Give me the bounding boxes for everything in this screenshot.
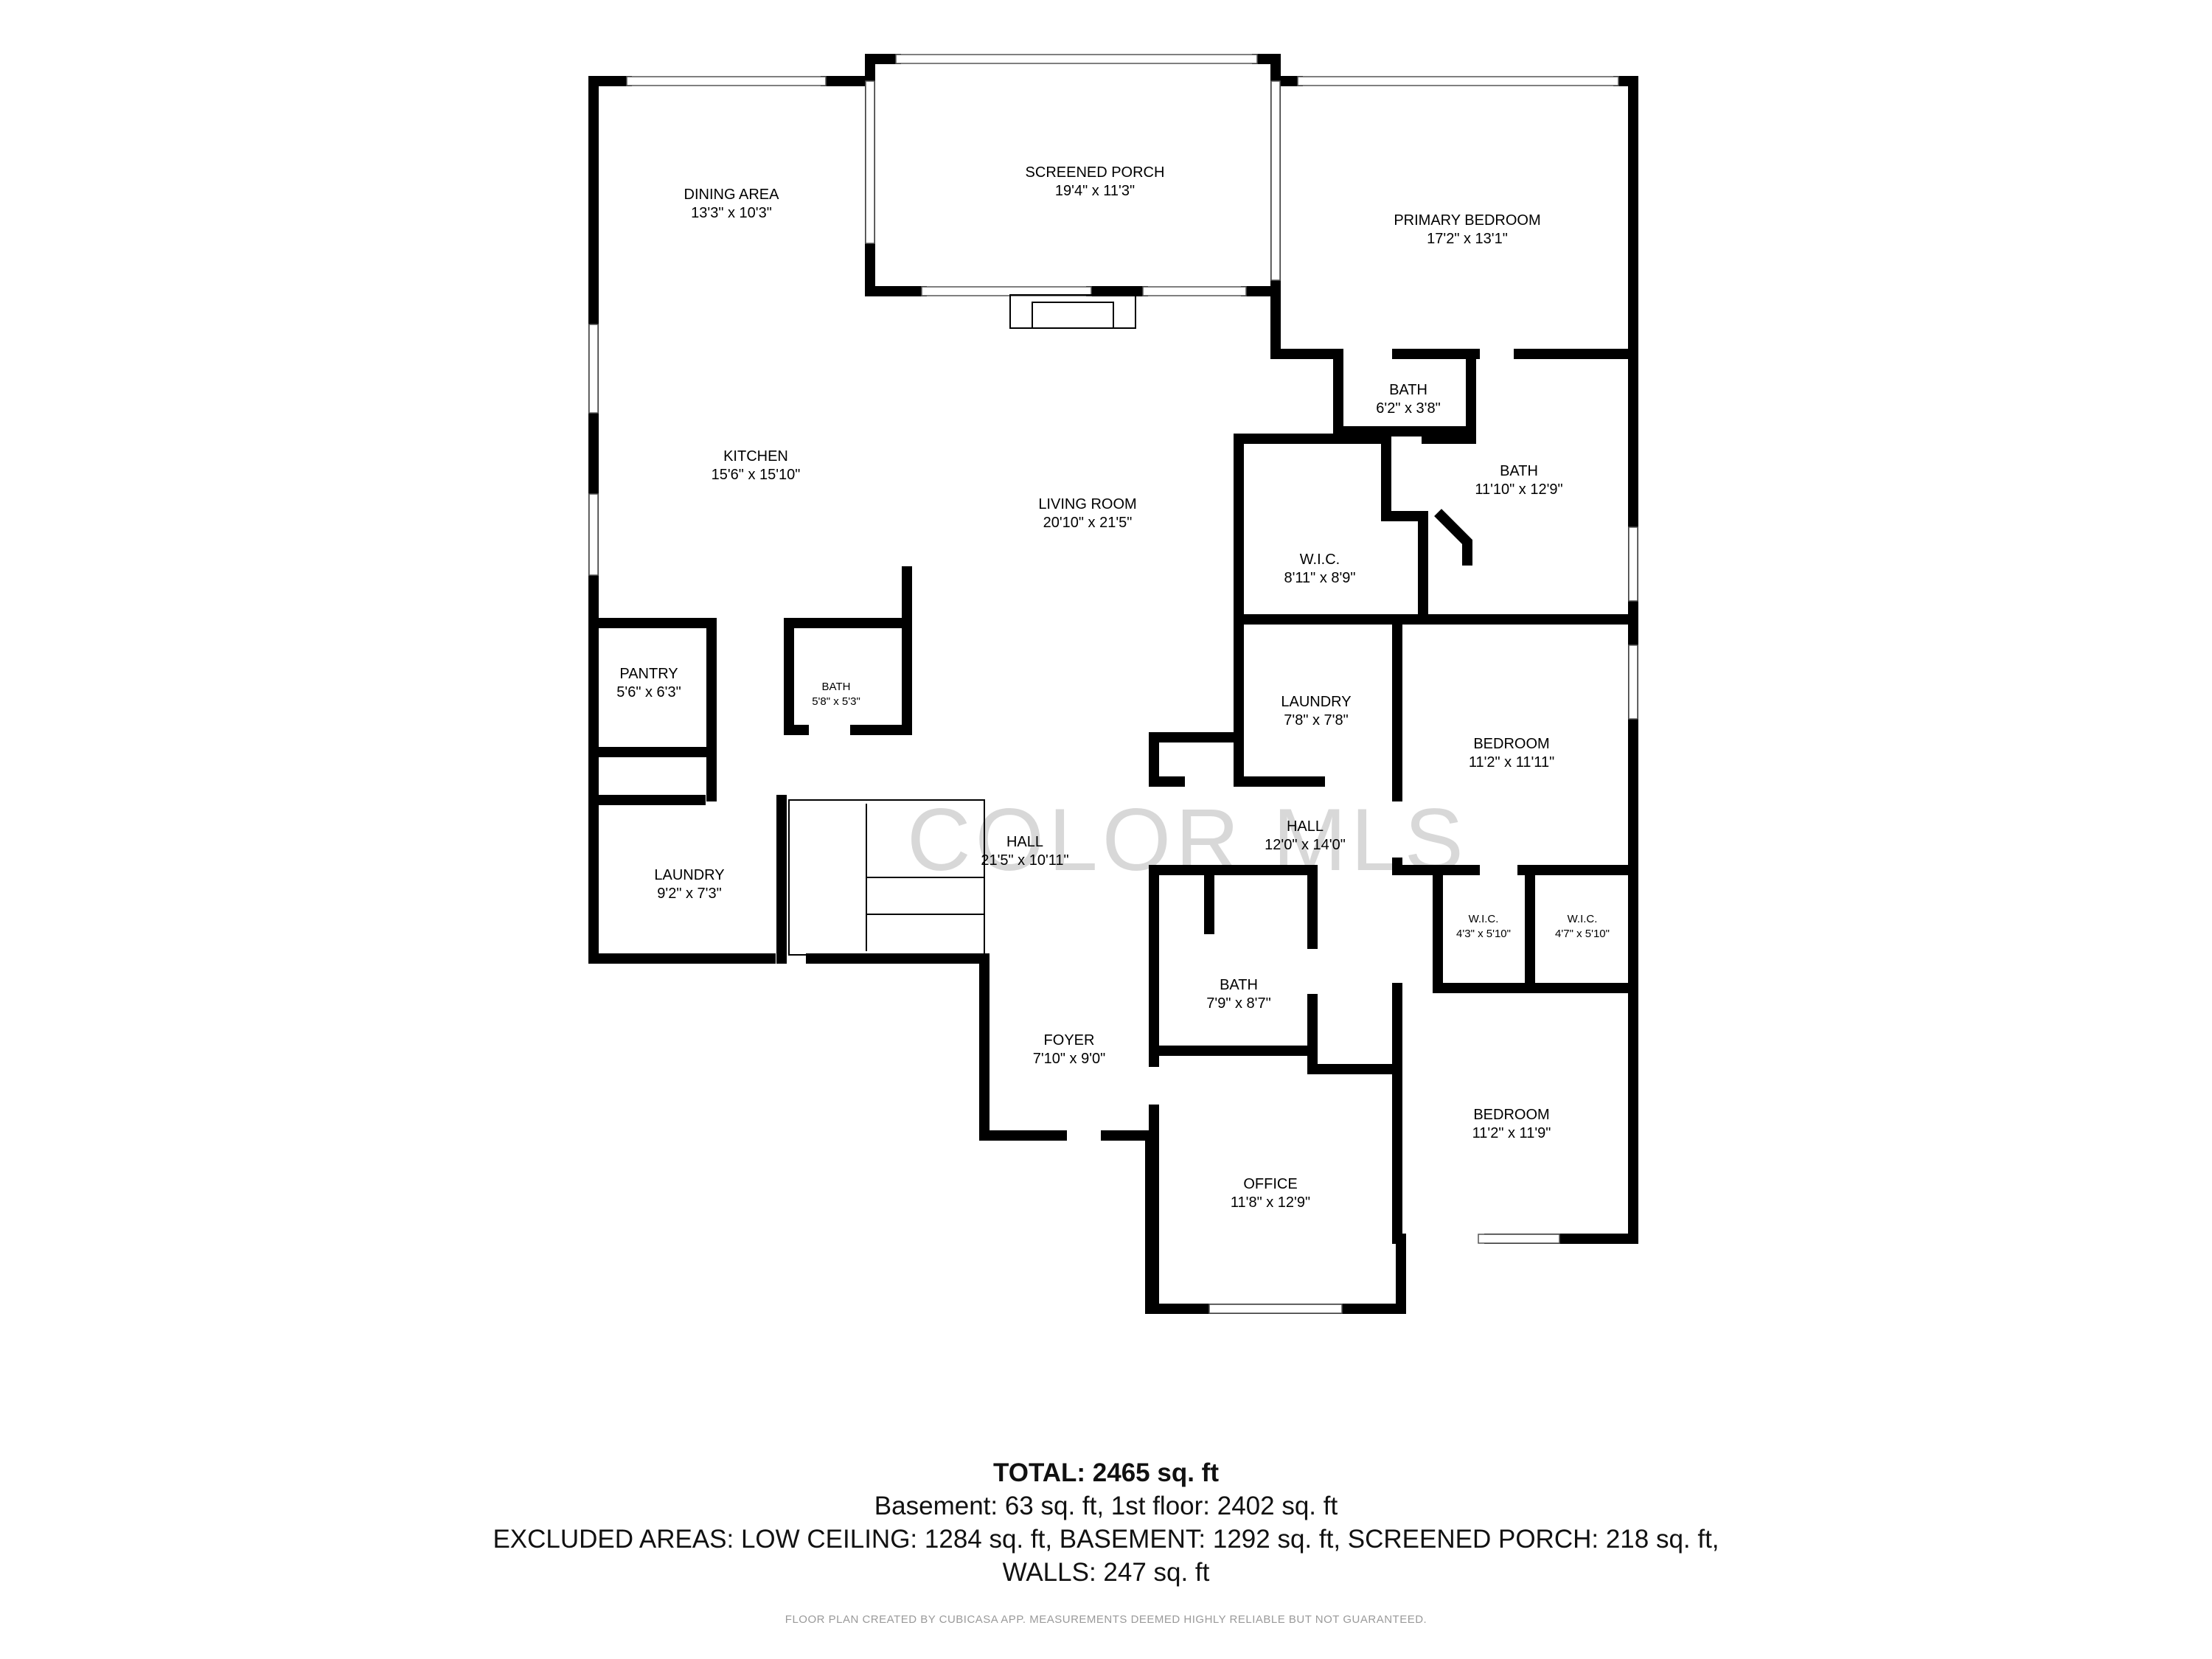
room-name: BEDROOM: [1473, 736, 1549, 752]
room-name: LAUNDRY: [654, 867, 724, 883]
walls-area: WALLS: 247 sq. ft: [1002, 1558, 1210, 1587]
room-name: W.I.C.: [1568, 913, 1598, 925]
area-summary: TOTAL: 2465 sq. ft Basement: 63 sq. ft, …: [0, 1456, 2212, 1589]
room-name: LIVING ROOM: [1038, 496, 1136, 512]
room-dimensions: 4'3" x 5'10": [1456, 928, 1511, 940]
room-name: SCREENED PORCH: [1026, 164, 1165, 181]
room-dimensions: 21'5" x 10'11": [981, 852, 1068, 869]
room-name: BATH: [1220, 977, 1258, 993]
stairs: [788, 799, 985, 956]
room-name: BATH: [1500, 463, 1538, 479]
room-name: W.I.C.: [1300, 552, 1340, 568]
excluded-areas: EXCLUDED AREAS: LOW CEILING: 1284 sq. ft…: [493, 1525, 1719, 1554]
room-dimensions: 7'10" x 9'0": [1033, 1051, 1106, 1067]
room-name: DINING AREA: [684, 187, 780, 203]
room-dimensions: 9'2" x 7'3": [657, 886, 721, 902]
room-dimensions: 13'3" x 10'3": [691, 205, 772, 221]
room-dimensions: 5'8" x 5'3": [812, 695, 860, 708]
room-dimensions: 20'10" x 21'5": [1043, 515, 1133, 531]
room-dimensions: 8'11" x 8'9": [1284, 570, 1355, 586]
room-dimensions: 11'2" x 11'9": [1472, 1125, 1551, 1141]
room-dimensions: 11'8" x 12'9": [1231, 1194, 1310, 1211]
floor-areas: Basement: 63 sq. ft, 1st floor: 2402 sq.…: [874, 1492, 1338, 1520]
room-dimensions: 17'2" x 13'1": [1427, 231, 1508, 247]
room-name: OFFICE: [1243, 1176, 1297, 1192]
total-area: TOTAL: 2465 sq. ft: [993, 1458, 1219, 1487]
room-dimensions: 11'2" x 11'11": [1469, 754, 1554, 771]
room-name: BATH: [822, 681, 851, 693]
room-name: BEDROOM: [1473, 1107, 1549, 1123]
room-name: KITCHEN: [723, 448, 788, 465]
windows: [588, 54, 1638, 1314]
room-name: HALL: [1006, 834, 1043, 850]
room-dimensions: 7'9" x 8'7": [1206, 995, 1270, 1012]
room-name: PANTRY: [619, 666, 678, 682]
room-name: W.I.C.: [1469, 913, 1499, 925]
room-dimensions: 6'2" x 3'8": [1376, 400, 1440, 417]
room-dimensions: 7'8" x 7'8": [1284, 712, 1348, 728]
room-labels: DINING AREA 13'3" x 10'3" SCREENED PORCH 19…: [616, 164, 1610, 1211]
room-dimensions: 4'7" x 5'10": [1555, 928, 1610, 940]
room-name: LAUNDRY: [1281, 694, 1351, 710]
room-name: BATH: [1389, 382, 1427, 398]
room-name: FOYER: [1044, 1032, 1095, 1048]
room-dimensions: 19'4" x 11'3": [1055, 183, 1135, 199]
fireplace: [1009, 294, 1136, 329]
room-name: PRIMARY BEDROOM: [1394, 212, 1540, 229]
room-name: HALL: [1287, 818, 1324, 835]
footer-note: FLOOR PLAN CREATED BY CUBICASA APP. MEAS…: [785, 1613, 1427, 1626]
room-dimensions: 11'10" x 12'9": [1475, 481, 1562, 498]
room-dimensions: 15'6" x 15'10": [712, 467, 801, 483]
room-dimensions: 12'0" x 14'0": [1265, 837, 1346, 853]
room-dimensions: 5'6" x 6'3": [616, 684, 681, 700]
